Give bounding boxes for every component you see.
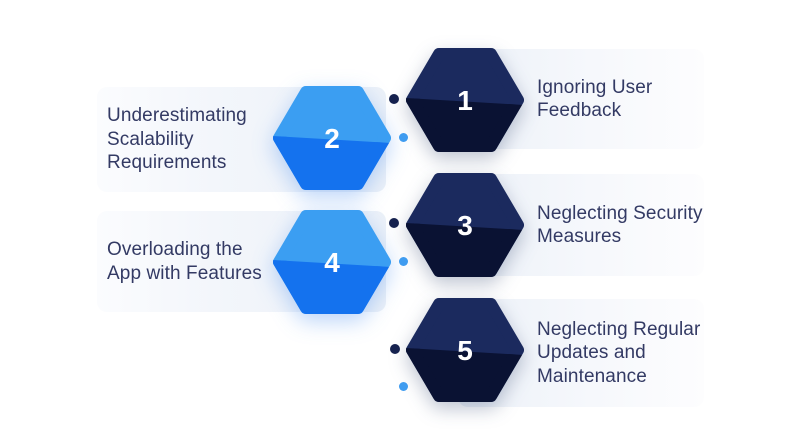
- step-label-line: Requirements: [107, 152, 227, 174]
- step-hexagon: 5: [406, 297, 524, 403]
- step-label-line: Neglecting Regular: [537, 318, 701, 340]
- step-number: 3: [457, 210, 473, 241]
- step-label-line: App with Features: [107, 262, 262, 284]
- step-number: 2: [324, 123, 340, 154]
- connector-dot-blue: [398, 256, 408, 266]
- step-label-line: Feedback: [537, 100, 622, 121]
- hexagon-shape: [273, 210, 391, 314]
- step-number: 5: [457, 335, 473, 366]
- step-label-line: Scalability: [107, 128, 194, 150]
- step-label-line: Neglecting Security: [537, 202, 703, 224]
- step-label-line: Ignoring User: [537, 76, 653, 98]
- step-label-line: Maintenance: [537, 365, 647, 387]
- step-label-line: Measures: [537, 226, 622, 247]
- connector-dot-dark: [389, 94, 399, 104]
- step-hexagon: 1: [406, 47, 524, 153]
- step-label-line: Updates and: [537, 342, 646, 364]
- step-hexagon: 4: [273, 209, 391, 315]
- step-number: 4: [324, 247, 340, 278]
- connector-dot-blue: [398, 381, 408, 391]
- step-hexagon: 3: [406, 172, 524, 278]
- connector-dot-dark: [390, 344, 400, 354]
- connector-dot-blue: [398, 132, 408, 142]
- step-label-line: Overloading the: [107, 239, 243, 260]
- step-label-line: Underestimating: [107, 105, 247, 127]
- step-hexagon: 2: [273, 85, 391, 191]
- hexagon-shape: [273, 86, 391, 190]
- hexagon-shape: [406, 48, 524, 152]
- step-number: 1: [457, 85, 473, 116]
- hexagon-shape: [406, 298, 524, 402]
- connector-dot-dark: [389, 218, 399, 228]
- hexagon-shape: [406, 173, 524, 277]
